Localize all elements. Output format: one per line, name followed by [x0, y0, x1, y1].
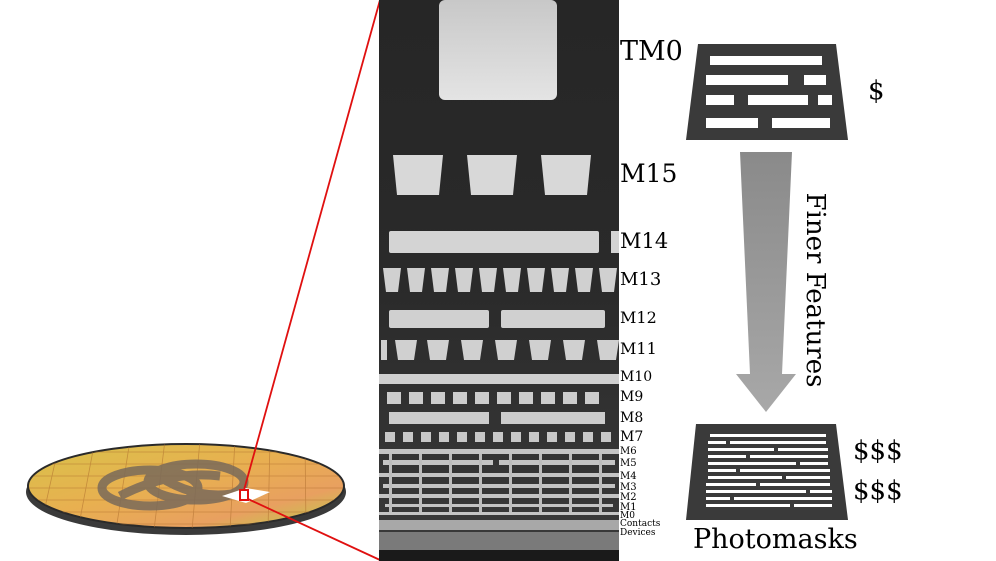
layer-label-m3: M3	[620, 482, 637, 493]
via-columns	[389, 454, 602, 512]
layer-label-devices: Devices	[620, 528, 656, 538]
layer-label-m10: M10	[620, 369, 653, 385]
lower-metal-lines	[379, 449, 619, 515]
finer-features-arrow	[736, 152, 796, 412]
m8-lines	[389, 412, 605, 424]
layer-label-m9: M9	[620, 389, 644, 405]
devices-row	[379, 532, 619, 550]
layer-label-contacts: Contacts	[620, 519, 661, 529]
layer-label-m15: M15	[620, 159, 678, 188]
m7-lines	[385, 432, 611, 442]
layer-label-m1: M1	[620, 502, 637, 513]
coarse-photomask	[686, 44, 848, 140]
layer-label-m4: M4	[620, 471, 637, 482]
fine-photomask	[686, 424, 848, 520]
fine-mask-cost-2: $$$	[853, 476, 903, 506]
contacts-row	[379, 520, 619, 530]
layer-label-m14: M14	[620, 229, 669, 253]
selected-die	[222, 488, 270, 503]
tm0-pad	[439, 0, 557, 100]
photomasks-caption: Photomasks	[693, 524, 858, 555]
fine-mask-cost-1: $$$	[853, 436, 903, 466]
layer-label-m8: M8	[620, 410, 644, 426]
wafer-logo-pattern	[97, 459, 249, 511]
layer-label-tm0: TM0	[620, 36, 683, 67]
layer-label-m2: M2	[620, 492, 637, 503]
layer-label-m5: M5	[620, 458, 637, 469]
layer-label-m6: M6	[620, 446, 637, 457]
m9-lines	[387, 392, 599, 404]
m13-lines	[383, 268, 617, 292]
finer-features-label: Finer Features	[800, 192, 830, 388]
chip-cross-section	[379, 0, 619, 561]
layer-label-m13: M13	[620, 269, 662, 290]
m11-lines	[381, 340, 619, 360]
m12-lines	[389, 310, 605, 328]
layer-label-m7: M7	[620, 429, 644, 445]
m10-line	[379, 374, 619, 384]
layer-label-m11: M11	[620, 339, 657, 358]
m14-lines	[389, 231, 619, 253]
zoom-line-bottom	[247, 498, 381, 561]
layer-label-m0: M0	[620, 511, 635, 521]
layer-label-m12: M12	[620, 308, 657, 327]
m15-lines	[393, 155, 591, 195]
coarse-mask-cost: $	[868, 76, 885, 106]
zoom-line-top	[243, 0, 381, 491]
